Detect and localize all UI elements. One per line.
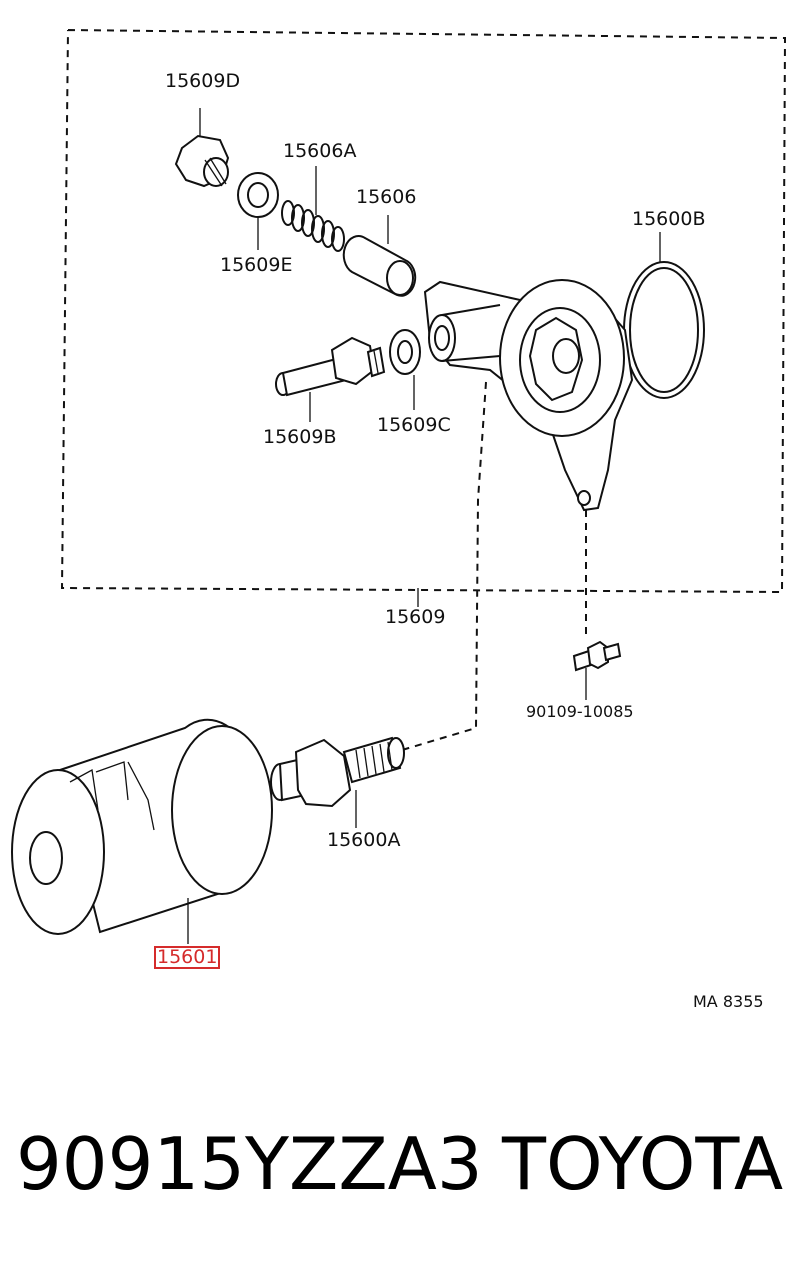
diagram-code: MA 8355 xyxy=(693,992,764,1011)
label-15600a: 15600A xyxy=(327,829,401,851)
label-15609: 15609 xyxy=(385,606,446,628)
part-number: 90915YZZA3 xyxy=(16,1122,483,1206)
label-15609b: 15609B xyxy=(263,426,337,448)
filter-bracket xyxy=(423,279,634,512)
assembly-frame xyxy=(60,29,787,594)
washer-15609c xyxy=(389,329,421,410)
bolt-90109-10085 xyxy=(572,640,622,700)
o-ring-15600b xyxy=(623,232,705,399)
label-15606: 15606 xyxy=(356,186,417,208)
label-15601-highlighted[interactable]: 15601 xyxy=(154,946,221,969)
spring-15606a xyxy=(281,166,345,252)
label-90109-10085: 90109-10085 xyxy=(526,702,634,721)
oil-filter-15601 xyxy=(11,718,273,944)
piston-15606 xyxy=(342,215,417,297)
valve-15609b xyxy=(275,336,386,422)
washer-15609e xyxy=(237,172,279,250)
brand-name: TOYOTA xyxy=(502,1122,784,1206)
label-15609d: 15609D xyxy=(165,70,241,92)
label-15609c: 15609C xyxy=(377,414,451,436)
label-15609e: 15609E xyxy=(220,254,293,276)
guide-lines xyxy=(401,381,587,751)
label-15606a: 15606A xyxy=(283,140,357,162)
union-bolt-15600a xyxy=(270,736,405,828)
plug-15609d xyxy=(174,108,230,188)
label-15600b: 15600B xyxy=(632,208,706,230)
